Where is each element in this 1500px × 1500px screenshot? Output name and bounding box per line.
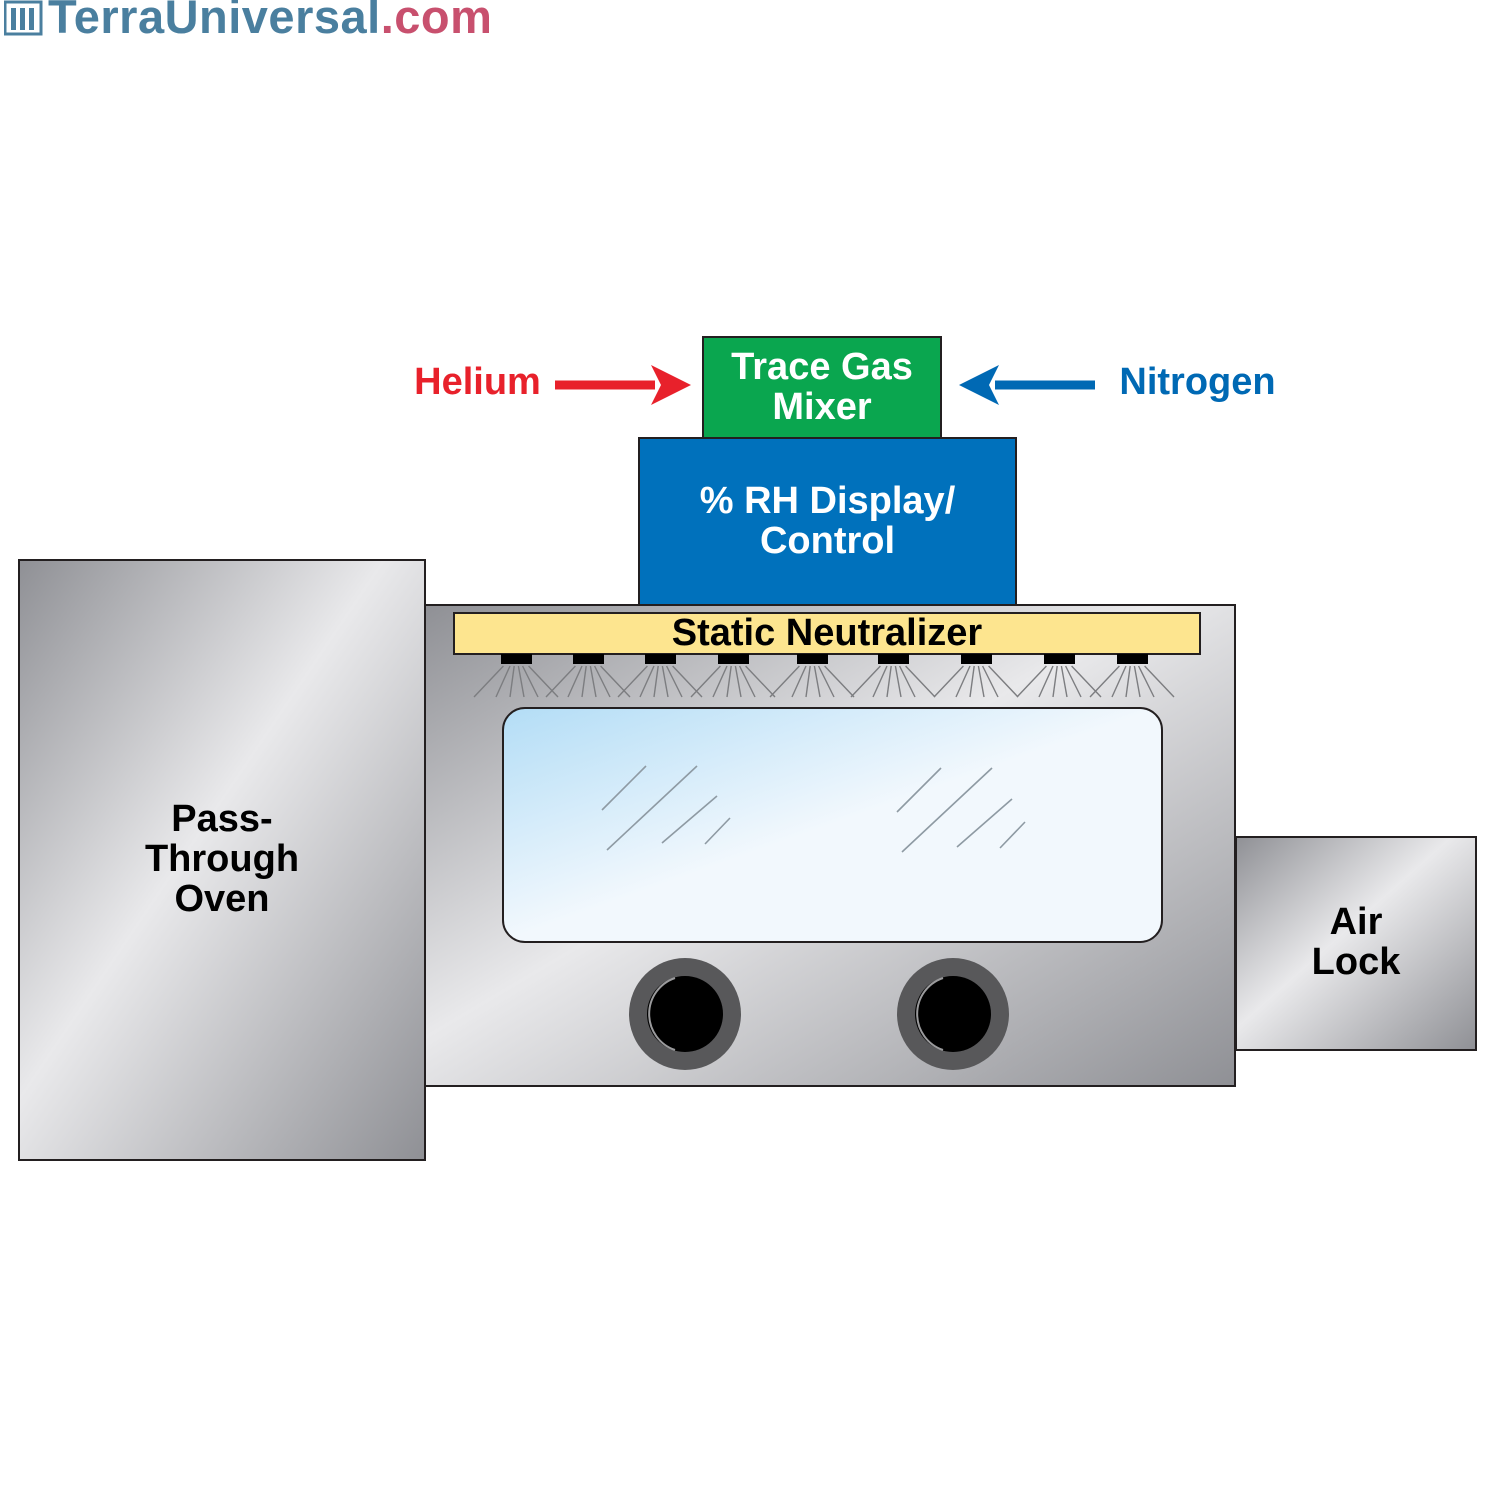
- emitter-nozzle: [645, 654, 676, 664]
- viewing-window: [502, 707, 1163, 943]
- spray-line: [894, 665, 902, 698]
- spray-line: [672, 665, 703, 698]
- spray-line: [738, 665, 756, 698]
- emitter-nozzle: [797, 654, 828, 664]
- spray-line: [1137, 665, 1155, 698]
- spray-line: [969, 665, 975, 698]
- pass-through-oven-label: Pass- Through Oven: [144, 798, 300, 920]
- emitter-nozzle: [1044, 654, 1075, 664]
- spray-line: [769, 665, 800, 698]
- spray-line: [977, 665, 985, 698]
- spray-line: [581, 665, 587, 698]
- spray-line: [1052, 665, 1058, 698]
- spray-line: [665, 665, 683, 698]
- spray-line: [1089, 665, 1120, 698]
- glove-port-left: [629, 958, 741, 1070]
- spray-line: [712, 665, 728, 698]
- spray-line: [791, 665, 807, 698]
- brand-name: TerraUniversal: [48, 0, 381, 43]
- spray-line: [1064, 665, 1082, 698]
- trace-gas-mixer-label: Trace Gas Mixer: [731, 346, 913, 428]
- emitter-nozzle: [878, 654, 909, 664]
- spray-line: [898, 665, 916, 698]
- spray-line: [495, 665, 511, 698]
- static-neutralizer-bar: [453, 612, 1201, 655]
- spray-line: [617, 665, 648, 698]
- air-lock-label: Air Lock: [1311, 901, 1401, 983]
- pass-through-oven: [18, 559, 426, 1161]
- spray-line: [955, 665, 971, 698]
- rh-display-control: [638, 437, 1017, 606]
- spray-line: [690, 665, 721, 698]
- terra-universal-logo-icon: [4, 0, 43, 36]
- spray-line: [567, 665, 583, 698]
- brand-tld: .com: [380, 0, 493, 43]
- rh-display-label: % RH Display/ Control: [699, 479, 956, 562]
- helium-label: Helium: [414, 361, 541, 404]
- spray-line: [589, 665, 597, 698]
- spray-line: [509, 665, 515, 698]
- spray-line: [1071, 665, 1102, 698]
- emitter-nozzle: [501, 654, 532, 664]
- spray-line: [1144, 665, 1175, 698]
- spray-line: [1111, 665, 1127, 698]
- emitter-nozzle: [573, 654, 604, 664]
- spray-line: [545, 665, 576, 698]
- spray-line: [745, 665, 776, 698]
- spray-line: [813, 665, 821, 698]
- spray-line: [639, 665, 655, 698]
- emitter-nozzle: [718, 654, 749, 664]
- spray-line: [734, 665, 742, 698]
- emitter-nozzle: [961, 654, 992, 664]
- static-neutralizer-label: Static Neutralizer: [671, 611, 983, 654]
- spray-line: [872, 665, 888, 698]
- spray-line: [528, 665, 559, 698]
- spray-line: [824, 665, 855, 698]
- brand-header: TerraUniversal.com: [4, 0, 492, 44]
- spray-line: [988, 665, 1019, 698]
- spray-line: [1060, 665, 1068, 698]
- ionizer-spray-lines: [473, 665, 1175, 698]
- spray-line: [653, 665, 659, 698]
- spray-line: [933, 665, 964, 698]
- spray-line: [886, 665, 892, 698]
- glove-port-right: [897, 958, 1009, 1070]
- spray-line: [600, 665, 631, 698]
- spray-line: [905, 665, 936, 698]
- nitrogen-label: Nitrogen: [1119, 361, 1276, 404]
- ionizer-emitters: [501, 654, 1148, 664]
- spray-line: [805, 665, 811, 698]
- spray-line: [1038, 665, 1054, 698]
- spray-line: [593, 665, 611, 698]
- spray-line: [981, 665, 999, 698]
- air-lock: [1235, 836, 1477, 1051]
- spray-line: [517, 665, 525, 698]
- spray-line: [1133, 665, 1141, 698]
- trace-gas-mixer: [702, 336, 942, 439]
- spray-line: [817, 665, 835, 698]
- spray-line: [1016, 665, 1047, 698]
- spray-line: [473, 665, 504, 698]
- spray-line: [1125, 665, 1131, 698]
- spray-line: [726, 665, 732, 698]
- spray-line: [521, 665, 539, 698]
- spray-line: [661, 665, 669, 698]
- spray-line: [850, 665, 881, 698]
- emitter-nozzle: [1117, 654, 1148, 664]
- window-glare-lines: [601, 765, 1026, 853]
